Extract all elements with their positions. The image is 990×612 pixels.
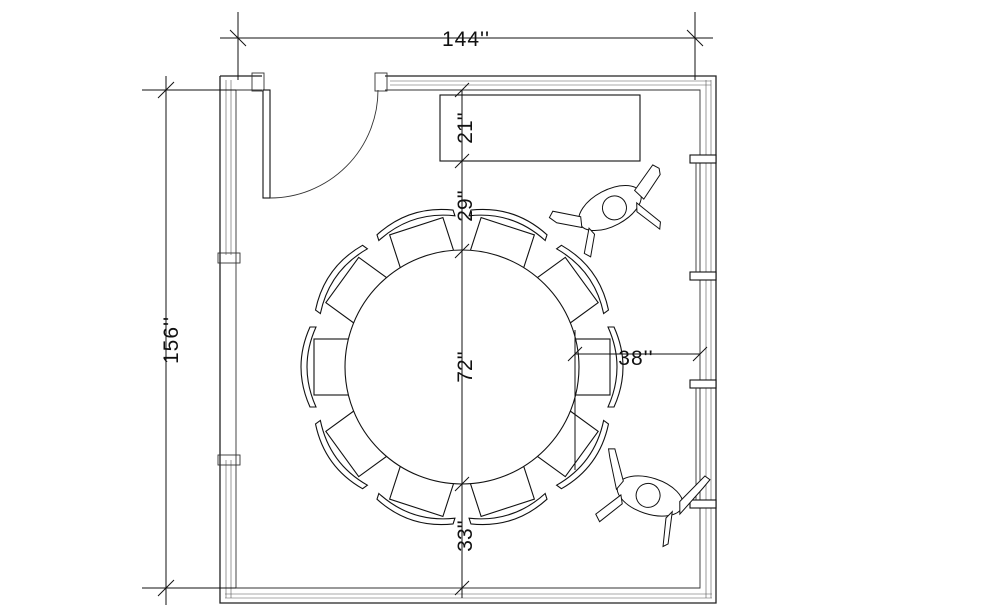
person-bottom xyxy=(595,448,711,548)
console-table xyxy=(439,94,641,162)
room-walls xyxy=(217,72,717,604)
dim-console-depth: 21'' xyxy=(454,112,477,143)
chair xyxy=(524,244,610,333)
window-wall xyxy=(689,154,717,509)
chair xyxy=(524,401,610,490)
dim-table-to-window-wall: 38'' xyxy=(618,347,653,370)
dim-room-width: 144'' xyxy=(442,28,490,51)
dim-table-to-wall-bottom: 33'' xyxy=(454,520,477,551)
dimension-lines xyxy=(142,12,713,605)
dim-console-to-table: 29'' xyxy=(454,190,477,221)
person-top xyxy=(548,164,661,258)
dim-room-depth: 156'' xyxy=(160,316,183,364)
dim-table-diameter: 72'' xyxy=(454,351,477,382)
chair xyxy=(314,401,400,490)
entry-door xyxy=(262,89,379,199)
